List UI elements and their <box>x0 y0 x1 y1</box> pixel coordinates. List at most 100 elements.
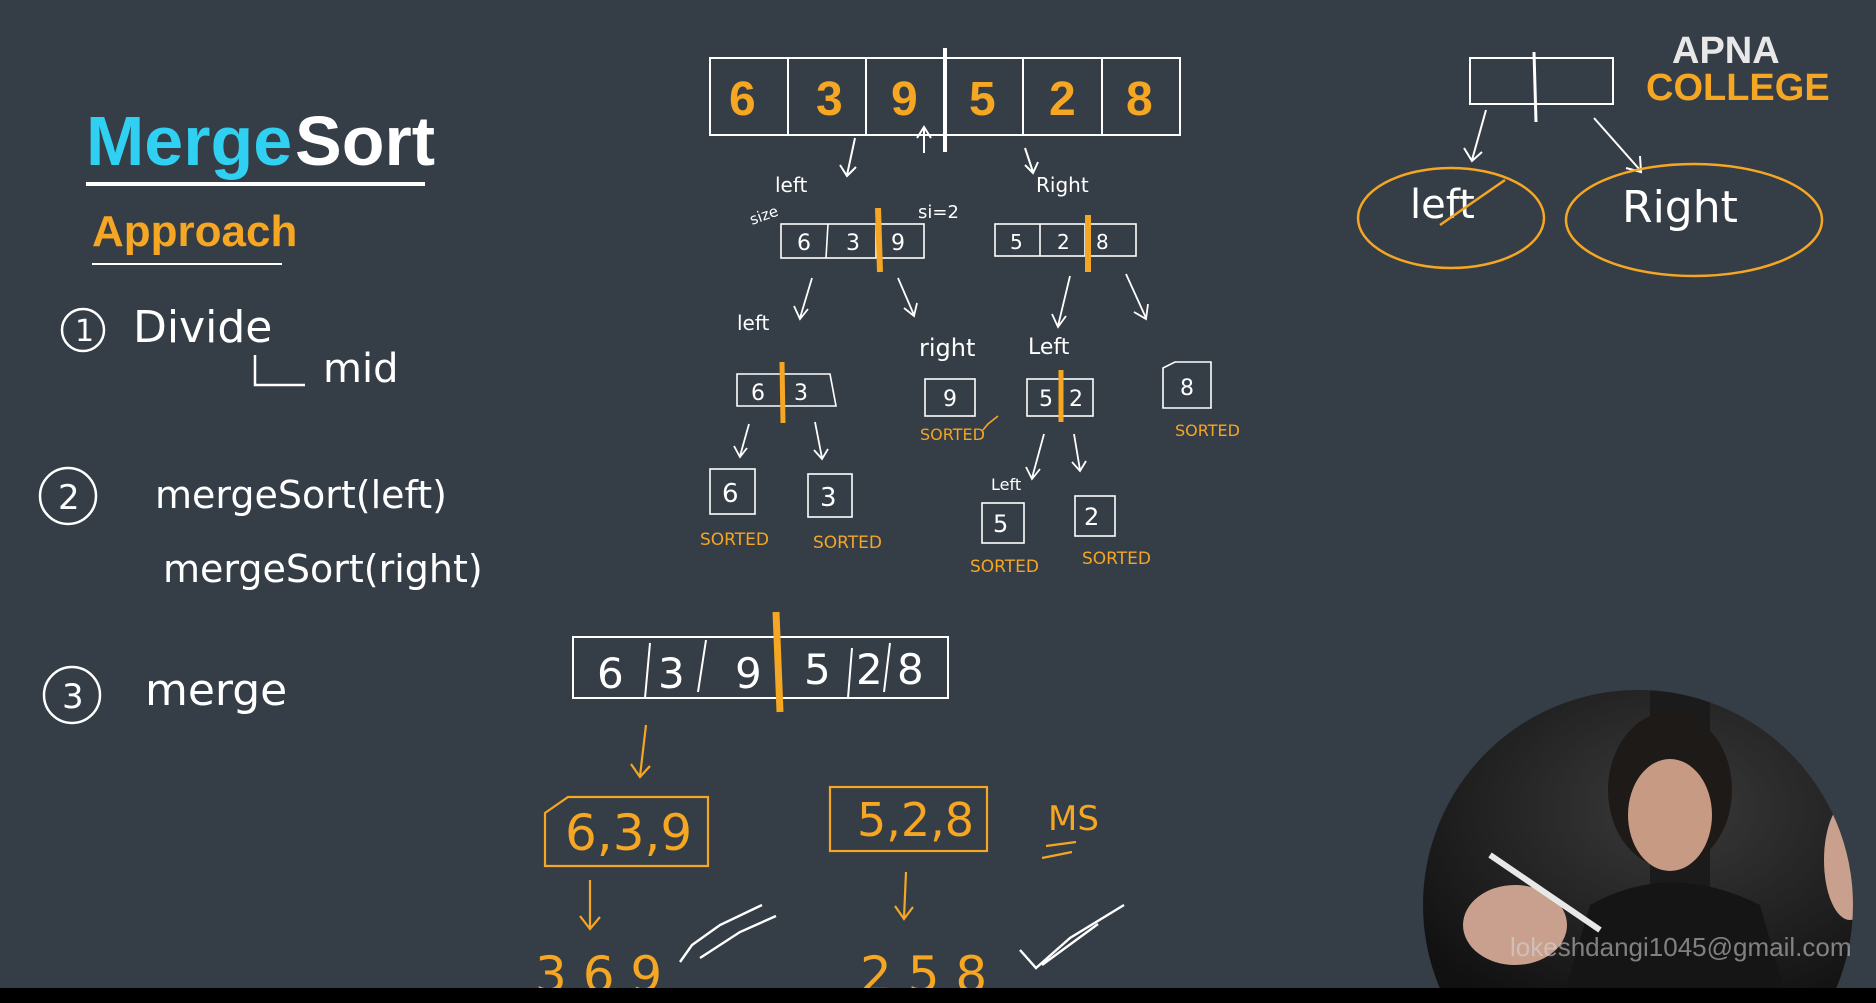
arrow-up-icon <box>916 125 932 153</box>
top-cell-5: 8 <box>1126 73 1153 126</box>
merge-cell-2: 9 <box>735 649 762 698</box>
logo-line2: COLLEGE <box>1646 67 1830 109</box>
arrow-down-icon <box>894 871 914 921</box>
level3-d-box <box>1074 495 1116 537</box>
l1-right-1: 2 <box>1057 230 1070 254</box>
level2-b-box <box>924 378 976 417</box>
l2-d: 8 <box>1180 376 1194 401</box>
mini-right-ellipse <box>1564 162 1824 278</box>
arrow-down-icon <box>630 724 651 779</box>
arrow-down-icon <box>579 880 601 931</box>
sorted-label: SORTED <box>920 425 985 444</box>
approach-heading: Approach <box>92 207 297 265</box>
step-2-number: 2 <box>58 478 80 518</box>
l2-c-0: 5 <box>1039 387 1053 412</box>
sorted-label: SORTED <box>813 533 882 553</box>
l1-left-2: 9 <box>891 231 905 256</box>
level1-arrows <box>793 273 1149 329</box>
arrow-icon <box>1593 117 1643 174</box>
hand-left <box>1463 885 1567 965</box>
step-3-circle <box>42 665 102 725</box>
merge-box-left-text: 6,3,9 <box>565 804 692 862</box>
l3-a: 6 <box>722 479 739 509</box>
l3-c: 5 <box>993 510 1008 538</box>
level3-c-box <box>981 502 1025 544</box>
label-left-2: left <box>737 311 770 335</box>
merge-cell-4: 2 <box>856 645 883 694</box>
sorted-label: SORTED <box>700 530 769 550</box>
approach-label: Approach <box>92 207 297 256</box>
step-1 <box>60 307 305 387</box>
bottom-bar <box>0 988 1876 1003</box>
step-2-circle <box>38 466 98 526</box>
l3-b: 3 <box>820 483 837 513</box>
l1-left-1: 3 <box>846 231 860 256</box>
l3-d: 2 <box>1084 503 1099 531</box>
ms-underline <box>1041 840 1077 860</box>
label-left: left <box>775 173 808 197</box>
level1-left-mid <box>875 207 883 273</box>
step-3-text: merge <box>145 665 287 716</box>
arrow-icon <box>1071 433 1087 473</box>
top-cell-2: 9 <box>891 73 918 126</box>
merge-arrows <box>579 724 914 931</box>
arrow-icon <box>1051 275 1071 329</box>
face <box>1628 759 1712 871</box>
l1-left-0: 6 <box>797 231 811 256</box>
merge-array-frame <box>572 636 949 699</box>
label-right-lower: right <box>919 334 975 362</box>
mini-right-label: Right <box>1622 182 1738 233</box>
merge-cell-5: 8 <box>897 645 924 694</box>
ms-label: MS <box>1048 799 1099 839</box>
mini-mid <box>1532 51 1538 123</box>
merge-box-left <box>543 795 710 868</box>
step-2-text: mergeSort(left) <box>155 473 447 517</box>
merge-box-right-text: 5,2,8 <box>857 793 974 847</box>
level3-a-box <box>709 468 756 515</box>
hand-right <box>1824 800 1853 920</box>
arrow-icon <box>897 277 918 318</box>
step-2-text2: mergeSort(right) <box>163 547 483 591</box>
email-watermark: lokeshdangi1045@gmail.com <box>1510 932 1851 962</box>
step-1-circle <box>60 307 106 353</box>
level2-d-box <box>1162 361 1212 409</box>
l2-b: 9 <box>943 387 957 412</box>
strike-mark <box>1439 178 1506 227</box>
logo-line1: APNA <box>1672 30 1780 72</box>
stylus <box>1488 852 1602 933</box>
step-1-connector <box>253 355 305 387</box>
apna-college-logo: APNA COLLEGE <box>1646 30 1830 109</box>
top-cell-1: 3 <box>816 73 843 126</box>
label-left-upper: Left <box>1028 335 1070 360</box>
l2-c-1: 2 <box>1069 387 1083 412</box>
label-size: size <box>747 202 780 229</box>
merge-cell-0: 6 <box>597 649 624 698</box>
l2-a-0: 6 <box>751 381 765 406</box>
arrow-icon <box>1463 109 1487 163</box>
merge-box-right <box>828 785 989 853</box>
l2-a-1: 3 <box>794 381 808 406</box>
top-arrows <box>839 125 1039 178</box>
step-3-number: 3 <box>62 677 84 717</box>
top-cell-3: 5 <box>969 73 996 126</box>
merge-array <box>572 636 949 699</box>
title-sort: Sort <box>295 102 435 180</box>
page-title: Merge Sort <box>86 102 435 186</box>
body <box>1560 882 1790 1003</box>
top-array <box>709 48 1181 152</box>
l1-right-2: 8 <box>1096 230 1109 254</box>
top-cell-4: 2 <box>1049 73 1076 126</box>
arrow-icon <box>1025 433 1045 481</box>
sorted-label: SORTED <box>970 557 1039 577</box>
check-icon <box>1019 903 1125 970</box>
mini-diagram <box>1463 51 1643 174</box>
arrow-icon <box>813 421 829 461</box>
arrow-right-icon <box>1024 147 1039 175</box>
label-si: si=2 <box>918 202 959 223</box>
arrow-left-icon <box>839 137 857 178</box>
title-merge: Merge <box>86 102 292 180</box>
sorted-label: SORTED <box>1082 549 1151 569</box>
merge-array-mid <box>772 611 784 713</box>
level2-a-mid <box>779 361 786 424</box>
arrow-icon <box>733 423 750 459</box>
